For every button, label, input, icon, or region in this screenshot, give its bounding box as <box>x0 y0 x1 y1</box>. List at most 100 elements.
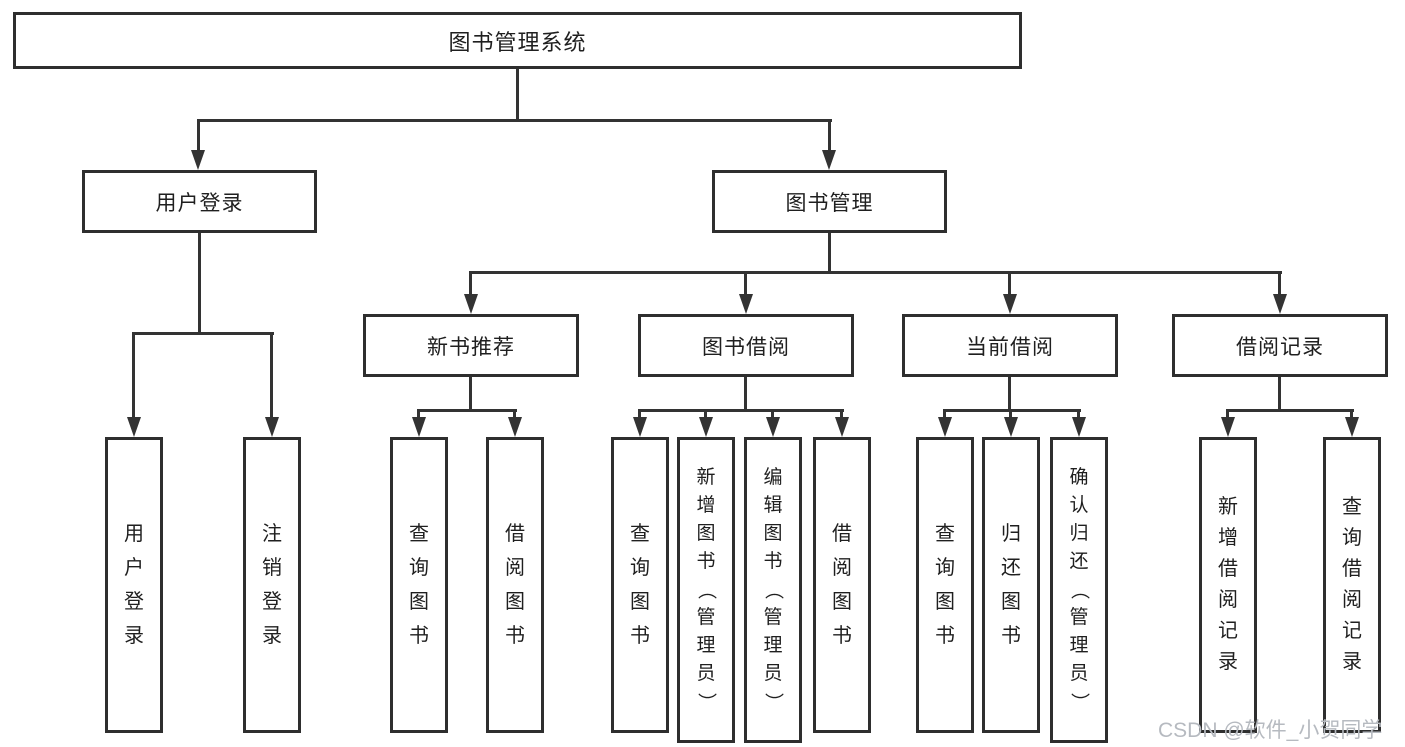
vertical-char: 新 <box>696 467 716 488</box>
vertical-char: 借 <box>832 523 852 545</box>
vertical-char: 阅 <box>832 557 852 579</box>
connector-user-login-split <box>133 332 274 335</box>
connector-root-stem <box>516 69 519 120</box>
connector-drop-leaf <box>132 332 135 417</box>
arrowhead-icon <box>739 294 753 314</box>
vertical-char: 借 <box>1218 558 1238 580</box>
leaf-node-add-book-admin: 新增图书（管理员） <box>677 437 735 743</box>
section-node-current-borrow: 当前借阅 <box>902 314 1118 377</box>
vertical-char: 查 <box>935 523 955 545</box>
vertical-char: 书 <box>630 625 650 647</box>
vertical-char: 借 <box>505 523 525 545</box>
vertical-char: 管 <box>1069 607 1089 628</box>
connector-section-split <box>638 409 844 412</box>
vertical-char: 图 <box>409 591 429 613</box>
connector-drop-section <box>469 271 472 296</box>
vertical-char: 阅 <box>505 557 525 579</box>
connector-level3-split <box>470 271 1282 274</box>
vertical-char: 增 <box>1218 527 1238 549</box>
connector-drop-leaf <box>943 409 946 421</box>
vertical-char: 编 <box>763 467 783 488</box>
arrowhead-icon <box>265 417 279 437</box>
leaf-node-confirm-return-admin: 确认归还（管理员） <box>1050 437 1108 743</box>
vertical-char: （ <box>1068 580 1090 600</box>
vertical-char: 录 <box>262 625 282 647</box>
arrowhead-icon <box>412 417 426 437</box>
vertical-char: 还 <box>1001 557 1021 579</box>
vertical-char: 图 <box>832 591 852 613</box>
connector-section-stem <box>469 377 472 412</box>
leaf-node-query-books-2: 查询图书 <box>611 437 669 733</box>
arrowhead-icon <box>835 417 849 437</box>
section-node-new-book-recommend: 新书推荐 <box>363 314 579 377</box>
connector-drop-user-login <box>197 119 200 152</box>
arrowhead-icon <box>822 150 836 170</box>
connector-section-split <box>1226 409 1354 412</box>
vertical-char: 图 <box>763 523 783 544</box>
vertical-char: 书 <box>696 551 716 572</box>
connector-drop-section <box>1008 271 1011 296</box>
connector-drop-section <box>744 271 747 296</box>
connector-section-split <box>417 409 517 412</box>
vertical-char: 阅 <box>1218 589 1238 611</box>
arrowhead-icon <box>464 294 478 314</box>
arrowhead-icon <box>191 150 205 170</box>
leaf-node-user-login: 用户登录 <box>105 437 163 733</box>
connector-drop-section <box>1278 271 1281 296</box>
leaf-node-edit-book-admin: 编辑图书（管理员） <box>744 437 802 743</box>
vertical-char: 记 <box>1218 620 1238 642</box>
leaf-node-query-books-1: 查询图书 <box>390 437 448 733</box>
connector-section-split <box>943 409 1081 412</box>
vertical-char: 用 <box>124 523 144 545</box>
vertical-char: 还 <box>1069 551 1089 572</box>
vertical-char: 图 <box>505 591 525 613</box>
connector-drop-leaf <box>513 409 516 421</box>
vertical-char: 书 <box>409 625 429 647</box>
vertical-char: ） <box>1068 692 1090 712</box>
arrowhead-icon <box>1003 294 1017 314</box>
vertical-char: （ <box>695 580 717 600</box>
arrowhead-icon <box>699 417 713 437</box>
vertical-char: 注 <box>262 523 282 545</box>
leaf-node-query-books-3: 查询图书 <box>916 437 974 733</box>
vertical-char: 查 <box>409 523 429 545</box>
connector-book-mgmt-stem <box>828 233 831 272</box>
root-node-book-management-system: 图书管理系统 <box>13 12 1022 69</box>
vertical-char: 确 <box>1069 467 1089 488</box>
branch-node-user-login: 用户登录 <box>82 170 317 233</box>
vertical-char: 认 <box>1069 495 1089 516</box>
arrowhead-icon <box>1273 294 1287 314</box>
vertical-char: 询 <box>935 557 955 579</box>
vertical-char: 登 <box>262 591 282 613</box>
vertical-char: 查 <box>630 523 650 545</box>
leaf-node-add-borrow-record: 新增借阅记录 <box>1199 437 1257 733</box>
vertical-char: 录 <box>1342 651 1362 673</box>
vertical-char: 书 <box>763 551 783 572</box>
vertical-char: 询 <box>1342 527 1362 549</box>
section-node-borrow-records: 借阅记录 <box>1172 314 1388 377</box>
connector-drop-leaf <box>1077 409 1080 421</box>
vertical-char: 归 <box>1001 523 1021 545</box>
connector-drop-leaf <box>270 332 273 417</box>
vertical-char: 归 <box>1069 523 1089 544</box>
vertical-char: 图 <box>696 523 716 544</box>
connector-drop-leaf <box>1009 409 1012 421</box>
connector-user-login-stem <box>198 233 201 335</box>
arrowhead-icon <box>1221 417 1235 437</box>
leaf-node-return-book: 归还图书 <box>982 437 1040 733</box>
vertical-char: 书 <box>832 625 852 647</box>
connector-drop-leaf <box>417 409 420 421</box>
connector-section-stem <box>1008 377 1011 412</box>
connector-drop-leaf <box>704 409 707 421</box>
connector-drop-leaf <box>1226 409 1229 421</box>
arrowhead-icon <box>1072 417 1086 437</box>
arrowhead-icon <box>508 417 522 437</box>
section-node-book-borrow: 图书借阅 <box>638 314 854 377</box>
vertical-char: 录 <box>124 625 144 647</box>
vertical-char: 理 <box>1069 635 1089 656</box>
vertical-char: 询 <box>409 557 429 579</box>
csdn-watermark: CSDN @软件_小贺同学 <box>1158 719 1383 742</box>
arrowhead-icon <box>766 417 780 437</box>
connector-drop-leaf <box>1350 409 1353 421</box>
leaf-node-logout: 注销登录 <box>243 437 301 733</box>
